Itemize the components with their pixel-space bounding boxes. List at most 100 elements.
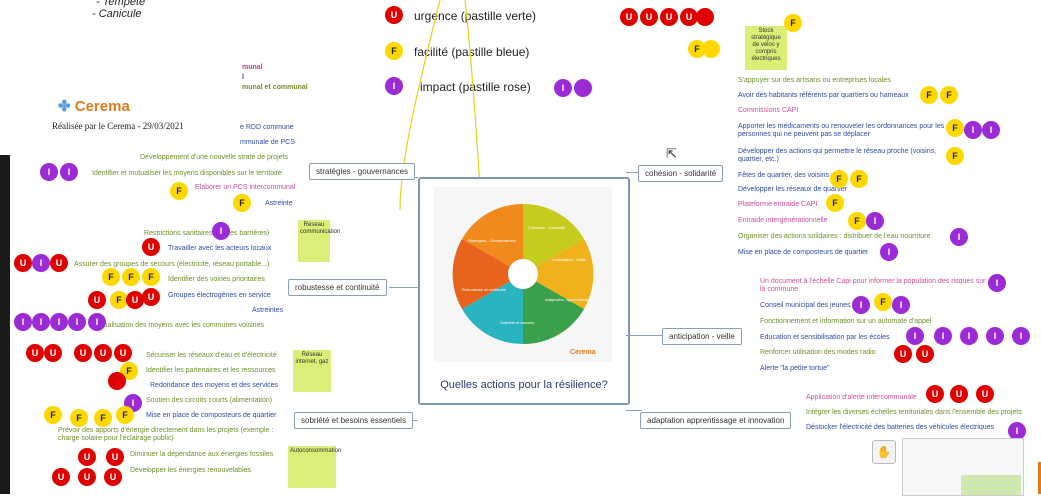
anticipation-item[interactable]: Conseil municipal des jeunes	[760, 302, 851, 309]
branch-strategies[interactable]: stratégies - gouvernances	[309, 163, 416, 180]
impact-dot: I	[1008, 422, 1026, 440]
facilite-dot: F	[946, 147, 964, 165]
center-card[interactable]: Stratégies - Gouvernances Cohésion - Sol…	[418, 177, 630, 405]
robustesse-item[interactable]: Groupes électrogènes en service	[168, 292, 271, 299]
adaptation-item[interactable]: Application d'alerte intercommunale	[806, 394, 917, 401]
impact-dot: I	[880, 243, 898, 261]
edge-marker	[1038, 462, 1041, 494]
note-autoconsommation: Autoconsommation	[288, 446, 341, 488]
legend-urgence-label: urgence (pastille verte)	[414, 9, 537, 23]
anticipation-item[interactable]: Fonctionnement et information sur un aut…	[760, 318, 932, 325]
left-edge	[0, 155, 10, 494]
sobriete-item[interactable]: Diminuer la dépendance aux énergies foss…	[130, 451, 274, 458]
robustesse-item[interactable]: Assurer des groupes de secours (électric…	[74, 261, 270, 268]
cohesion-item[interactable]: S'appuyer sur des artisans ou entreprise…	[738, 77, 891, 84]
strategies-item[interactable]: Développement d'une nouvelle strate de p…	[140, 154, 289, 161]
impact-dot: I	[906, 327, 924, 345]
strategies-item[interactable]: Elaborer un PCS intercommunal	[195, 184, 296, 191]
impact-dot: I	[960, 327, 978, 345]
legend-faded-3: munal et communal	[242, 84, 308, 91]
wheel-cerema-logo: Cerema	[570, 349, 596, 356]
facilite-dot: F	[874, 293, 892, 311]
impact-dot: I	[50, 313, 68, 331]
minimap-viewport[interactable]	[961, 475, 1021, 495]
cohesion-item[interactable]: Apporter les médicaments ou renouveler l…	[738, 123, 945, 138]
center-title: Quelles actions pour la résilience?	[440, 379, 608, 391]
impact-dot: I	[68, 313, 86, 331]
legend-facilite-badge: F	[385, 42, 403, 60]
urgence-dot: U	[94, 344, 112, 362]
sobriete-item[interactable]: Mise en place de composteurs de quartier	[146, 412, 277, 419]
facilite-dot: F	[94, 409, 112, 427]
strategies-item[interactable]: Identifier et mutualiser les moyens disp…	[92, 170, 282, 177]
note-reseau-internet: Réseau internet, gaz	[293, 350, 331, 392]
cohesion-item[interactable]: Développer les réseaux de quartier	[738, 186, 847, 193]
segment-label-1: Stratégies - Gouvernances	[468, 238, 516, 243]
adaptation-item[interactable]: Déstocker l'électricité des batteries de…	[806, 424, 995, 431]
cohesion-item[interactable]: Commissions CAPI	[738, 107, 799, 114]
impact-dot: I	[14, 313, 32, 331]
sobriete-item[interactable]: Redondance des moyens et des services	[150, 382, 279, 389]
sobriete-item[interactable]: Prévoir des apports d'énergie directemen…	[58, 427, 274, 442]
facilite-dot: F	[110, 291, 128, 309]
strategies-item[interactable]: Astreinte	[265, 200, 293, 207]
cohesion-item[interactable]: Développer des actions qui permettre le …	[738, 148, 937, 163]
facilite-dot: F	[170, 182, 188, 200]
facilite-dot: F	[826, 194, 844, 212]
anticipation-item[interactable]: Un document à l'échelle Capi pour inform…	[760, 278, 986, 293]
note-canicule: - Canicule	[92, 8, 142, 20]
strategies-item[interactable]: mmunale de PCS	[240, 139, 295, 146]
cohesion-item[interactable]: Entraide intergénérationnelle	[738, 217, 828, 224]
impact-dot: I	[88, 313, 106, 331]
cohesion-item[interactable]: Mise en place de composteurs de quartier	[738, 249, 869, 256]
branch-robustesse[interactable]: robustesse et continuité	[288, 279, 387, 296]
impact-dot: I	[950, 228, 968, 246]
urgence-dot: U	[976, 385, 994, 403]
note-tempete: - Tempête	[96, 0, 146, 8]
facilite-dot: F	[122, 268, 140, 286]
urgence-dot: U	[620, 8, 638, 26]
impact-dot	[574, 79, 592, 97]
cohesion-item[interactable]: Fêtes de quartier, des voisins	[738, 172, 830, 179]
sobriete-item[interactable]: Soutien des circuits courts (alimentatio…	[146, 397, 273, 404]
sobriete-item[interactable]: Développer les énergies renouvelables	[130, 467, 252, 474]
cohesion-item[interactable]: Avoir des habitants référents par quarti…	[738, 92, 909, 99]
legend-impact-badge: I	[385, 77, 403, 95]
anticipation-item[interactable]: Education et sensibilisation par les éco…	[760, 334, 890, 341]
top-left-area	[0, 0, 240, 50]
robustesse-item[interactable]: Astreintes	[252, 307, 284, 314]
anticipation-item[interactable]: Renforcer utilisation des modes radio	[760, 349, 876, 356]
minimap[interactable]	[902, 438, 1024, 496]
segment-label-3: Anticipation - Veille	[552, 257, 587, 262]
branch-cohesion[interactable]: cohésion - solidarité	[638, 165, 724, 182]
impact-dot: I	[554, 79, 572, 97]
adaptation-item[interactable]: Intégrer les diverses échelles territori…	[806, 409, 1022, 416]
sobriete-item[interactable]: Sécuriser les réseaux d'eau et d'électri…	[146, 352, 277, 359]
segment-label-2: Cohésion - Solidarité	[528, 225, 566, 230]
impact-dot: I	[32, 254, 50, 272]
robustesse-item[interactable]: Restrictions sanitaires (gestes barrière…	[144, 230, 270, 237]
legend-faded-1: munal	[242, 64, 263, 71]
facilite-dot	[702, 40, 720, 58]
urgence-dot: U	[106, 448, 124, 466]
resilience-wheel: Stratégies - Gouvernances Cohésion - Sol…	[434, 187, 612, 362]
robustesse-item[interactable]: Identifier des voiries prioritaires	[168, 276, 265, 283]
sobriete-item[interactable]: Identifier les partenaires et les ressou…	[146, 367, 276, 374]
hand-tool-icon[interactable]: ✋	[872, 440, 896, 464]
facilite-dot: F	[116, 406, 134, 424]
impact-dot: I	[1012, 327, 1030, 345]
branch-adaptation[interactable]: adaptation apprentissage et innovation	[640, 412, 792, 429]
urgence-dot: U	[26, 344, 44, 362]
branch-sobriete[interactable]: sobriété et besoins essentiels	[294, 412, 413, 429]
cohesion-item[interactable]: Organiser des actions solidaires : distr…	[738, 233, 931, 240]
robustesse-item[interactable]: Travailler avec les acteurs locaux	[168, 245, 272, 252]
connector	[626, 172, 638, 173]
strategies-item[interactable]: e RDD commune	[240, 124, 294, 131]
segment-label-4: Adaptation, apprentissage	[545, 297, 592, 302]
cohesion-item[interactable]: Plateforme entraide CAPI	[738, 201, 818, 208]
branch-anticipation[interactable]: anticipation - veille	[662, 328, 742, 345]
anticipation-item[interactable]: Alerte "la petite tortue"	[760, 365, 830, 372]
robustesse-item[interactable]: Mutualisation des moyens avec les commun…	[92, 322, 264, 329]
facilite-dot: F	[946, 119, 964, 137]
urgence-dot: U	[126, 291, 144, 309]
